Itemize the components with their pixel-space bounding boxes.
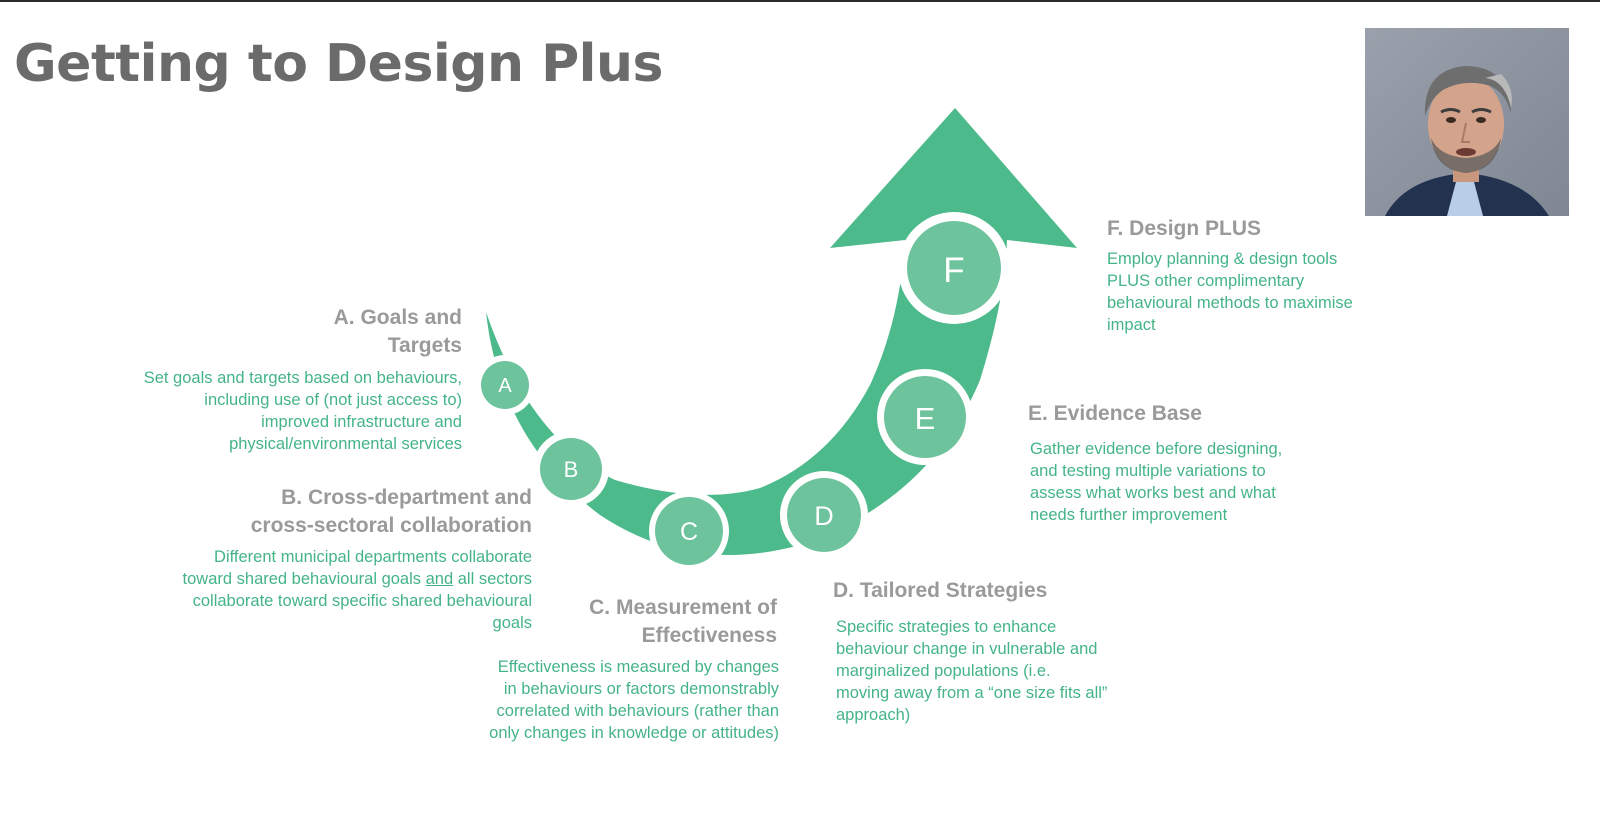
step-e-description: Gather evidence before designing, and te… xyxy=(1030,440,1283,524)
step-circle-a: A xyxy=(475,355,535,415)
step-b-description-emphasis: and xyxy=(425,570,454,588)
presenter-video-icon xyxy=(1365,28,1569,216)
step-a-heading: A. Goals and Targets xyxy=(262,304,462,360)
step-letter-f: F xyxy=(943,251,964,290)
step-b-heading-line2: cross-sectoral collaboration xyxy=(250,514,532,537)
step-b-description: Different municipal departments collabor… xyxy=(168,546,532,634)
step-circle-f: F xyxy=(898,212,1010,324)
step-b-heading-line1: B. Cross-department and xyxy=(281,486,532,509)
step-letter-a: A xyxy=(498,375,512,397)
step-circle-e: E xyxy=(877,369,973,465)
step-a-description: Set goals and targets based on behaviour… xyxy=(143,369,462,453)
step-circle-c: C xyxy=(649,491,729,571)
step-d-description: Specific strategies to enhance behaviour… xyxy=(836,618,1108,724)
slide-title: Getting to Design Plus xyxy=(14,34,663,94)
presenter-webcam xyxy=(1365,28,1569,216)
step-b-description-end: all sectors collaborate toward specific … xyxy=(192,570,532,632)
step-circle-b: B xyxy=(533,431,609,507)
step-e-heading: E. Evidence Base xyxy=(1028,402,1202,425)
step-letter-c: C xyxy=(680,518,698,546)
step-letter-b: B xyxy=(564,457,579,482)
step-d-heading: D. Tailored Strategies xyxy=(833,579,1048,602)
step-a-heading-line2: Targets xyxy=(387,334,462,357)
step-a-heading-line1: A. Goals and xyxy=(333,306,462,329)
step-c-heading-line2: Effectiveness xyxy=(641,624,777,647)
step-f-heading: F. Design PLUS xyxy=(1107,217,1262,240)
step-c-heading-line1: C. Measurement of xyxy=(589,596,777,619)
step-b-heading: B. Cross-department and cross-sectoral c… xyxy=(182,484,532,540)
step-letter-d: D xyxy=(814,501,834,531)
step-f-description: Employ planning & design tools PLUS othe… xyxy=(1107,250,1353,334)
step-c-description: Effectiveness is measured by changes in … xyxy=(489,658,779,742)
step-letter-e: E xyxy=(915,401,936,436)
step-circle-d: D xyxy=(780,471,868,559)
top-border xyxy=(0,0,1600,2)
step-c-heading: C. Measurement of Effectiveness xyxy=(527,594,777,650)
step-b-description-start: Different municipal departments collabor… xyxy=(182,548,532,588)
